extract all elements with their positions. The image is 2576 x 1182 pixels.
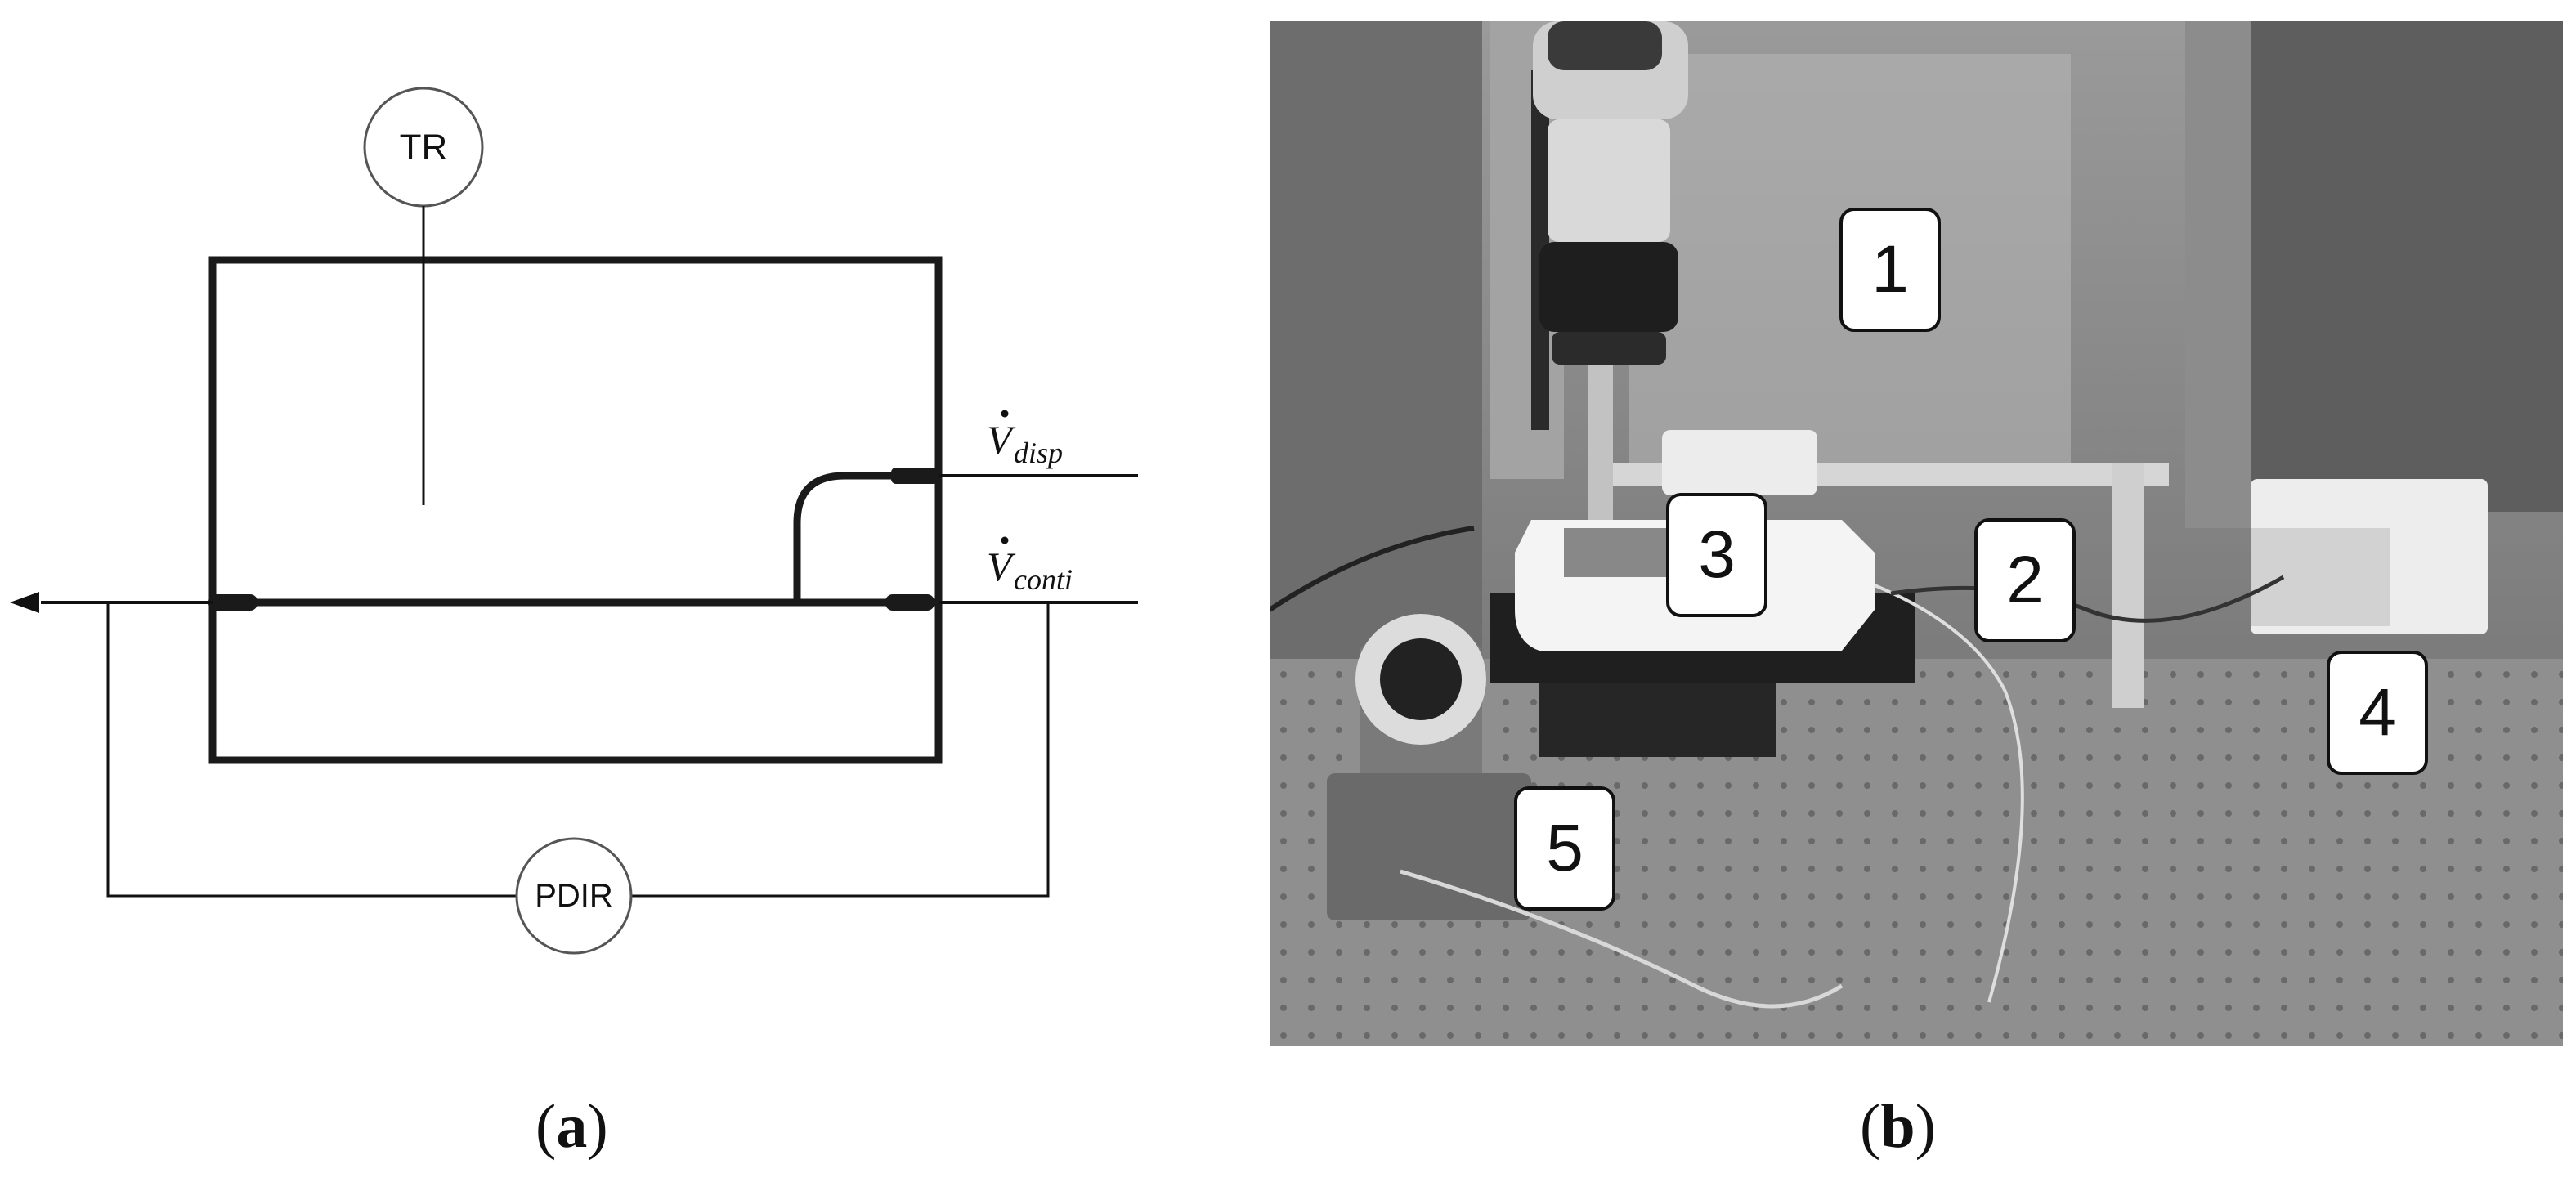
transmitter-flange <box>1327 773 1531 920</box>
pdir-loop-right <box>631 602 1050 898</box>
caption-b-letter: b <box>1880 1092 1915 1161</box>
transmitter-screen <box>1380 638 1462 720</box>
caption-a-letter: a <box>556 1092 588 1161</box>
label-tag-5: 5 <box>1514 786 1615 911</box>
microscope-objective <box>1539 242 1678 332</box>
label-tag-2: 2 <box>1974 518 2076 642</box>
tr-label: TR <box>400 128 448 168</box>
cabinet-right <box>2251 21 2563 512</box>
microscope-eyepieces <box>1548 21 1662 70</box>
v-conti-dot <box>1001 536 1009 544</box>
stage-base <box>1539 683 1776 757</box>
junction-box-side <box>2251 528 2390 626</box>
outlet-arrow <box>10 592 39 613</box>
disp-branch-channel <box>793 472 939 602</box>
v-disp-symbol: V <box>987 417 1016 463</box>
label-tag-3: 3 <box>1666 493 1767 617</box>
pdir-loop-left <box>106 602 517 898</box>
cable-2 <box>1890 575 2285 623</box>
label-tag-1: 1 <box>1839 208 1941 332</box>
label-tag-4: 4 <box>2327 651 2428 775</box>
setup-photograph: 1 2 3 4 5 <box>1270 21 2563 1046</box>
pdir-label: PDIR <box>535 878 613 914</box>
caption-b: (b) <box>1860 1092 1936 1161</box>
process-schematic: TR V disp V conti PDIR <box>10 87 1138 955</box>
rail-frame-right <box>2112 463 2144 708</box>
v-conti-symbol: V <box>987 544 1016 589</box>
v-conti-label: V conti <box>987 536 1073 596</box>
door-frame-right <box>2185 21 2251 528</box>
shelf-left <box>1270 21 1482 692</box>
microscope-column <box>1531 70 1549 430</box>
v-disp-dot <box>1001 410 1009 418</box>
disp-inlet-fitting <box>891 468 939 484</box>
tubing-2 <box>1874 584 2024 1003</box>
tubing-1 <box>1400 869 1844 1009</box>
pdir-instrument-circle <box>515 837 633 955</box>
microscope-stand <box>1662 430 1817 495</box>
photo-illustration <box>1270 21 2563 1046</box>
v-disp-subscript: disp <box>1014 437 1063 469</box>
conti-inlet-fitting <box>885 594 934 611</box>
cable-1 <box>1270 526 1475 612</box>
v-disp-label: V disp <box>987 410 1063 469</box>
microscope-lens-ring <box>1552 332 1666 365</box>
outlet-fitting <box>208 594 258 611</box>
vessel-box <box>208 256 943 764</box>
v-conti-subscript: conti <box>1014 563 1073 596</box>
microscope-zoom-body <box>1548 119 1670 242</box>
caption-a: (a) <box>535 1092 608 1161</box>
